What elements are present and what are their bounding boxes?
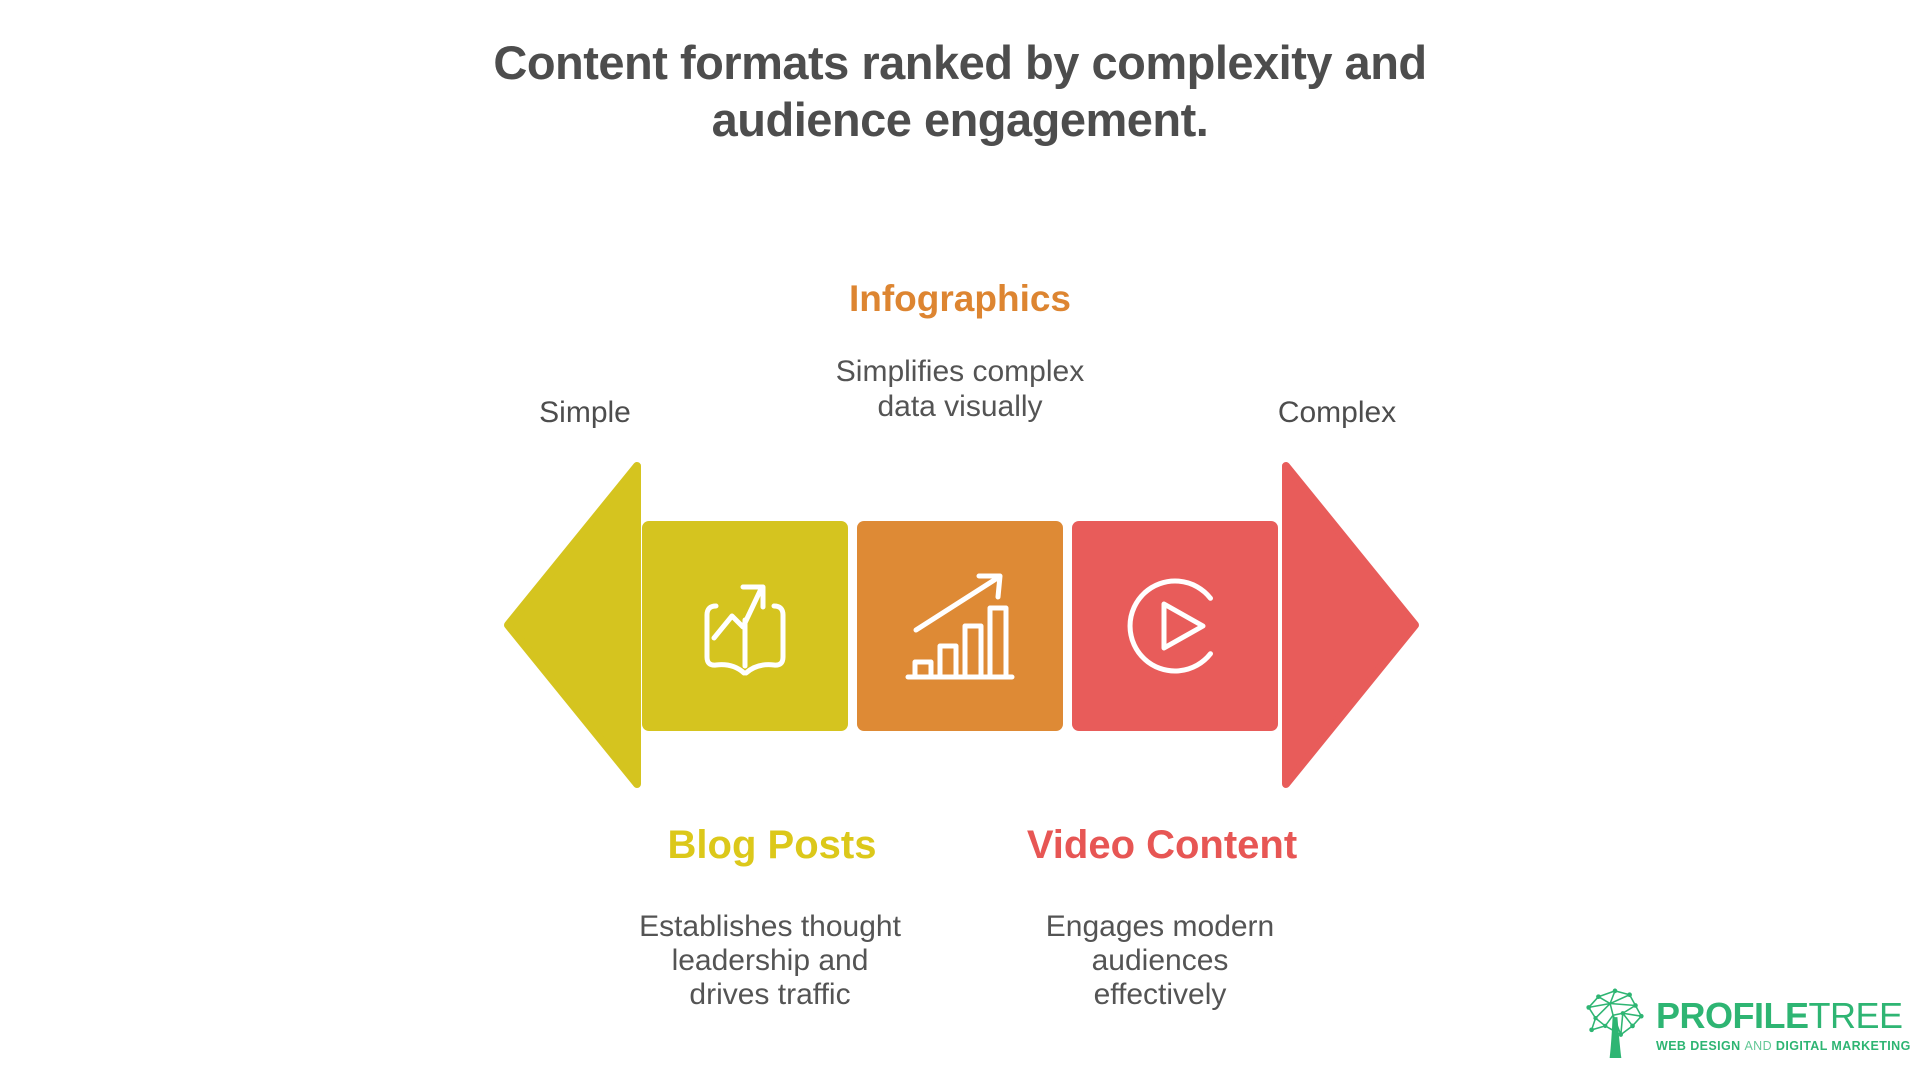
tree-network-icon: [1586, 988, 1644, 1059]
simple-axis-label: Simple: [539, 396, 631, 429]
blog-posts-box: [642, 521, 848, 731]
infographics-description: Simplifies complex data visually: [835, 355, 1085, 423]
book-trend-icon: [704, 584, 786, 676]
infographics-box: [857, 521, 1063, 731]
infographics-label: Infographics: [848, 278, 1072, 319]
play-circle-icon: [1127, 578, 1213, 674]
complex-axis-label: Complex: [1277, 396, 1397, 429]
video-content-box: [1072, 521, 1278, 731]
blog-posts-description: Establishes thought leadership and drive…: [639, 910, 901, 1012]
logo-tagline: WEB DESIGN AND DIGITAL MARKETING: [1656, 1039, 1911, 1053]
bar-chart-growth-icon: [905, 573, 1015, 680]
logo-brand-text: PROFILETREE: [1656, 995, 1903, 1036]
video-content-label: Video Content: [1026, 823, 1298, 867]
blog-posts-label: Blog Posts: [667, 823, 877, 867]
profiletree-logo: PROFILETREE WEB DESIGN AND DIGITAL MARKE…: [1583, 986, 1911, 1060]
page-title: Content formats ranked by complexity and…: [493, 36, 1427, 147]
right-arrowhead-icon: [1282, 462, 1419, 788]
left-arrowhead-icon: [504, 462, 641, 788]
video-content-description: Engages modern audiences effectively: [1045, 910, 1275, 1012]
